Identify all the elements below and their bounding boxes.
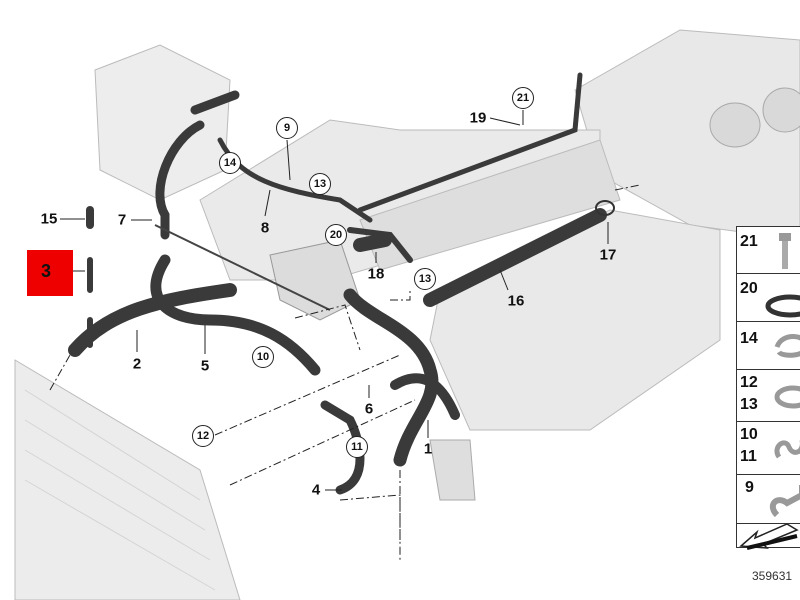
legend-row-20[interactable]: 20 [737,274,800,322]
parts-legend: 21 20 14 12 13 10 11 9 [736,226,800,550]
circled-callout-21[interactable]: 21 [512,87,534,109]
circled-callout-9[interactable]: 9 [276,117,298,139]
bracket-clip-icon [769,485,800,518]
highlighted-part-3[interactable]: 3 [27,250,73,296]
legend-row-12-13[interactable]: 12 13 [737,370,800,422]
legend-row-direction[interactable] [737,524,800,550]
callout-2[interactable]: 2 [132,355,142,373]
circled-callout-11[interactable]: 11 [346,436,368,458]
leader-lines [49,184,641,560]
circled-callout-13[interactable]: 13 [309,173,331,195]
o-ring-icon [765,294,800,318]
radiator [14,359,241,600]
circled-callout-20[interactable]: 20 [325,224,347,246]
callout-4[interactable]: 4 [311,481,321,499]
callout-6[interactable]: 6 [364,400,374,418]
callout-5[interactable]: 5 [200,357,210,375]
legend-row-21[interactable]: 21 [737,227,800,274]
hoses [68,72,607,495]
diagram-number: 359631 [752,569,793,583]
callout-8[interactable]: 8 [260,219,270,237]
callout-1[interactable]: 1 [423,440,433,458]
circled-callout-13[interactable]: 13 [414,268,436,290]
legend-row-10-11[interactable]: 10 11 [737,422,800,475]
legend-row-14[interactable]: 14 [737,322,800,370]
callout-7[interactable]: 7 [117,211,127,229]
spring-clamp-icon [774,334,800,358]
callout-16[interactable]: 16 [507,292,525,310]
callout-19[interactable]: 19 [469,109,487,127]
circled-callout-14[interactable]: 14 [219,152,241,174]
callout-17[interactable]: 17 [599,246,617,264]
clip-icon [774,440,800,459]
bolt-icon [779,233,791,269]
circled-callout-12[interactable]: 12 [192,425,214,447]
legend-row-9[interactable]: 9 [737,475,800,524]
circled-callout-10[interactable]: 10 [252,346,274,368]
callout-15[interactable]: 15 [40,210,58,228]
direction-arrow-icon [739,524,799,550]
engine-block [574,29,800,241]
hose-clamp-icon [774,385,800,409]
callout-18[interactable]: 18 [367,265,385,283]
